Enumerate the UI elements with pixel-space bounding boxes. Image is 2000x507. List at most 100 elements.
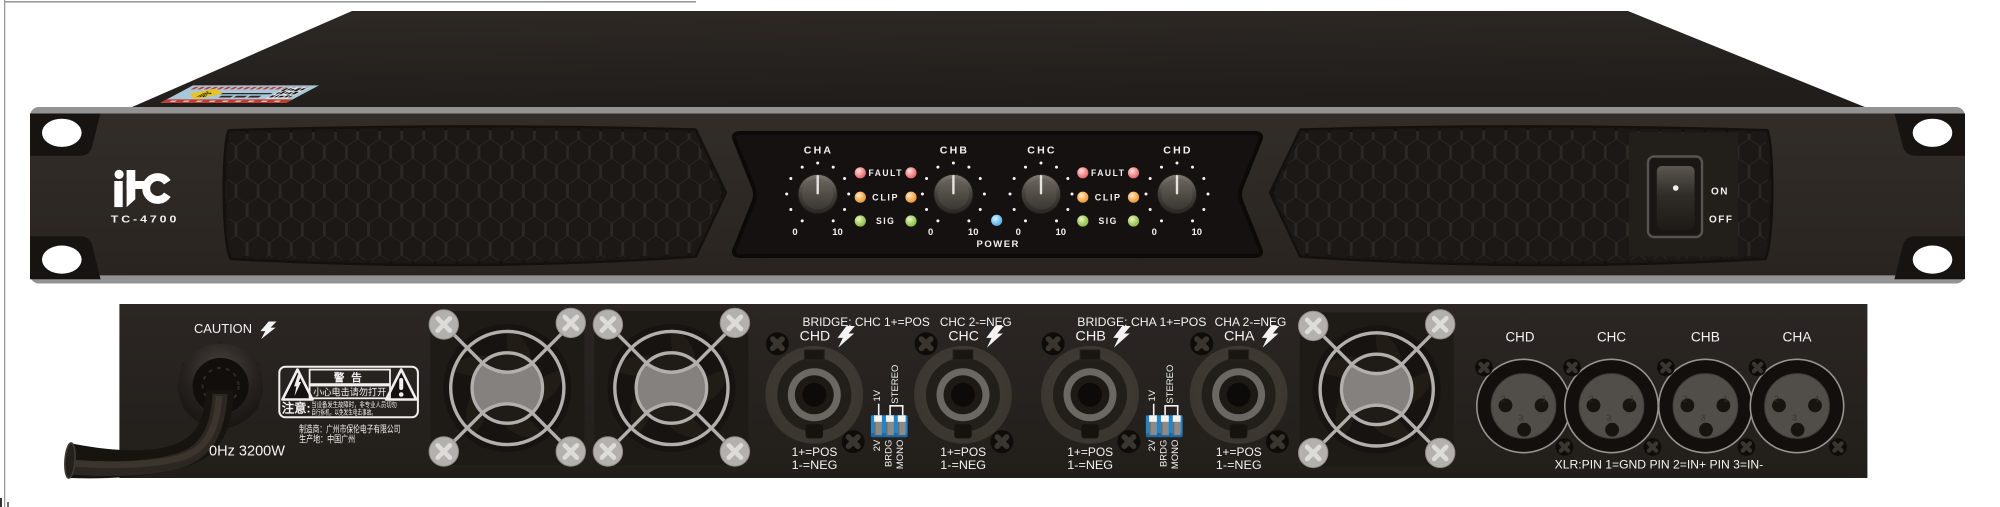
pin-number: 3 xyxy=(1701,413,1706,423)
speakon-connector[interactable] xyxy=(1040,345,1140,445)
pin-number: 3 xyxy=(1792,413,1797,423)
clip-label: CLIP xyxy=(1095,192,1122,202)
warning-label: 警 告 小心电击请勿打开 注意: 当设备发生故障时，非专业人员切勿 自行拆机，以… xyxy=(278,365,419,419)
clip-label: CLIP xyxy=(872,192,899,202)
logo-i-stem xyxy=(114,181,123,208)
speakon-connector[interactable] xyxy=(1189,345,1288,445)
xlr-body xyxy=(1564,358,1659,454)
fault-led xyxy=(1077,167,1089,179)
speakon-connector[interactable] xyxy=(764,345,864,445)
rocker-dot xyxy=(1672,185,1679,191)
channel-chb: CHB 0 10 xyxy=(920,145,986,238)
logo-t-bar xyxy=(126,181,148,189)
channel-label: CHC xyxy=(1027,145,1057,157)
dip-body[interactable] xyxy=(870,415,908,438)
pin-number: 2 xyxy=(1501,394,1506,404)
xlr-label: CHD xyxy=(1506,330,1535,345)
pin-number: 3 xyxy=(1519,413,1524,423)
grille-hex-mesh xyxy=(224,127,725,264)
pin-number: 2 xyxy=(1774,394,1779,404)
xlr-body xyxy=(1749,358,1845,454)
channel-label: CHB xyxy=(940,145,970,157)
xlr-connector[interactable]: 2 1 3 xyxy=(1564,358,1659,454)
channel-label: CHA xyxy=(804,145,834,157)
power-label: POWER xyxy=(977,239,1020,250)
channel-chd: CHD 0 10 xyxy=(1144,145,1210,238)
dip-bottom3: MONO xyxy=(1170,440,1181,470)
speakon-neg: 1-=NEG xyxy=(792,458,838,472)
fan-screw-icon xyxy=(593,437,622,466)
speakon-label: CHD xyxy=(800,328,831,344)
front-panel-unit: itc xyxy=(30,11,1965,284)
warning-subtitle: 小心电击请勿打开 xyxy=(313,387,386,399)
fan-screw-icon xyxy=(429,310,458,339)
clip-led xyxy=(1127,191,1140,203)
page-crop-marks xyxy=(0,0,696,507)
switch-rocker[interactable] xyxy=(1656,166,1695,230)
rear-panel-unit: CAUTION 0Hz 3200W xyxy=(64,304,1868,479)
sig-led xyxy=(1127,215,1140,227)
speakon-neg: 1-=NEG xyxy=(940,458,986,472)
speakon-connector[interactable] xyxy=(913,345,1013,445)
left-grille xyxy=(225,128,725,264)
logo-i-dot xyxy=(114,169,124,179)
dip-stereo-bracket xyxy=(889,405,904,416)
warning-attention: 注意: xyxy=(282,401,311,416)
xlr-connector[interactable]: 2 1 3 xyxy=(1476,358,1571,454)
pin-number: 1 xyxy=(1630,394,1635,404)
power-switch[interactable]: ON OFF xyxy=(1646,155,1734,239)
xlr-label: CHB xyxy=(1691,330,1720,345)
caution-label: CAUTION xyxy=(194,321,252,336)
xlr-connector[interactable]: 2 1 3 xyxy=(1749,358,1845,454)
fan-screw-icon xyxy=(1299,438,1328,467)
rack-mount-holes xyxy=(42,118,1953,274)
fan-screw-icon xyxy=(556,437,585,466)
cable-cut-end xyxy=(64,442,76,479)
channel-cha: CHA 0 10 xyxy=(785,145,851,238)
warning-triangle-exclaim-icon xyxy=(384,368,418,401)
bridge-note: CHC 2-=NEG xyxy=(940,315,1012,329)
warning-triangle-bolt-icon xyxy=(281,368,314,401)
scale-max: 10 xyxy=(1056,227,1067,238)
xlr-label: CHC xyxy=(1597,330,1626,345)
pin-number: 2 xyxy=(1589,394,1594,404)
model-number: TC-4700 xyxy=(111,214,180,226)
dip-body[interactable] xyxy=(1145,415,1183,438)
xlr-connector[interactable]: 2 1 3 xyxy=(1657,358,1753,454)
dip-bottom1: 2V xyxy=(872,439,883,451)
pin-number: 2 xyxy=(1683,394,1688,404)
scale-min: 0 xyxy=(1016,227,1021,238)
speakon-cha: CHA 1+=POS 1-=NEG xyxy=(1188,326,1291,472)
clip-led xyxy=(854,191,866,203)
bridge-note: BRIDGE: CHA 1+=POS xyxy=(1077,315,1206,329)
fan-screw-icon xyxy=(1426,310,1455,339)
xlr-label: CHA xyxy=(1783,330,1812,345)
speakon-body xyxy=(1040,345,1140,445)
warning-label-border xyxy=(278,365,419,419)
dip-stereo-bracket xyxy=(1164,405,1179,416)
pin-number: 1 xyxy=(1724,394,1729,404)
xlr-chc: CHC 2 1 3 xyxy=(1561,330,1663,458)
fault-led xyxy=(1127,167,1140,179)
manufacturer-line: 制造商：广州市保伦电子有限公司 xyxy=(299,423,400,435)
sticker-qr-modules xyxy=(268,88,307,98)
sig-label: SIG xyxy=(876,216,896,226)
dip-switch-2[interactable]: 1V STEREO 2V BRDG MONO xyxy=(1145,365,1183,470)
origin-line: 生产地：中国广州 xyxy=(299,434,355,446)
pin-number: 3 xyxy=(1607,413,1612,423)
dip-top1: 1V xyxy=(1147,389,1158,401)
sticker-bottom-text-row xyxy=(169,100,282,102)
sig-led xyxy=(854,215,866,227)
dip-top2: STEREO xyxy=(890,365,901,404)
sig-label: SIG xyxy=(1098,216,1118,226)
sticker-logo: itc xyxy=(192,90,218,99)
rack-hole xyxy=(42,118,82,147)
fan-screw-icon xyxy=(1299,311,1328,340)
channel-chc: CHC 0 10 xyxy=(1008,145,1074,238)
scale-max: 10 xyxy=(832,227,843,238)
control-recess xyxy=(731,131,1264,258)
dip-switch-1[interactable]: 1V STEREO 2V BRDG MONO xyxy=(870,365,908,470)
rack-hole xyxy=(1912,245,1953,274)
